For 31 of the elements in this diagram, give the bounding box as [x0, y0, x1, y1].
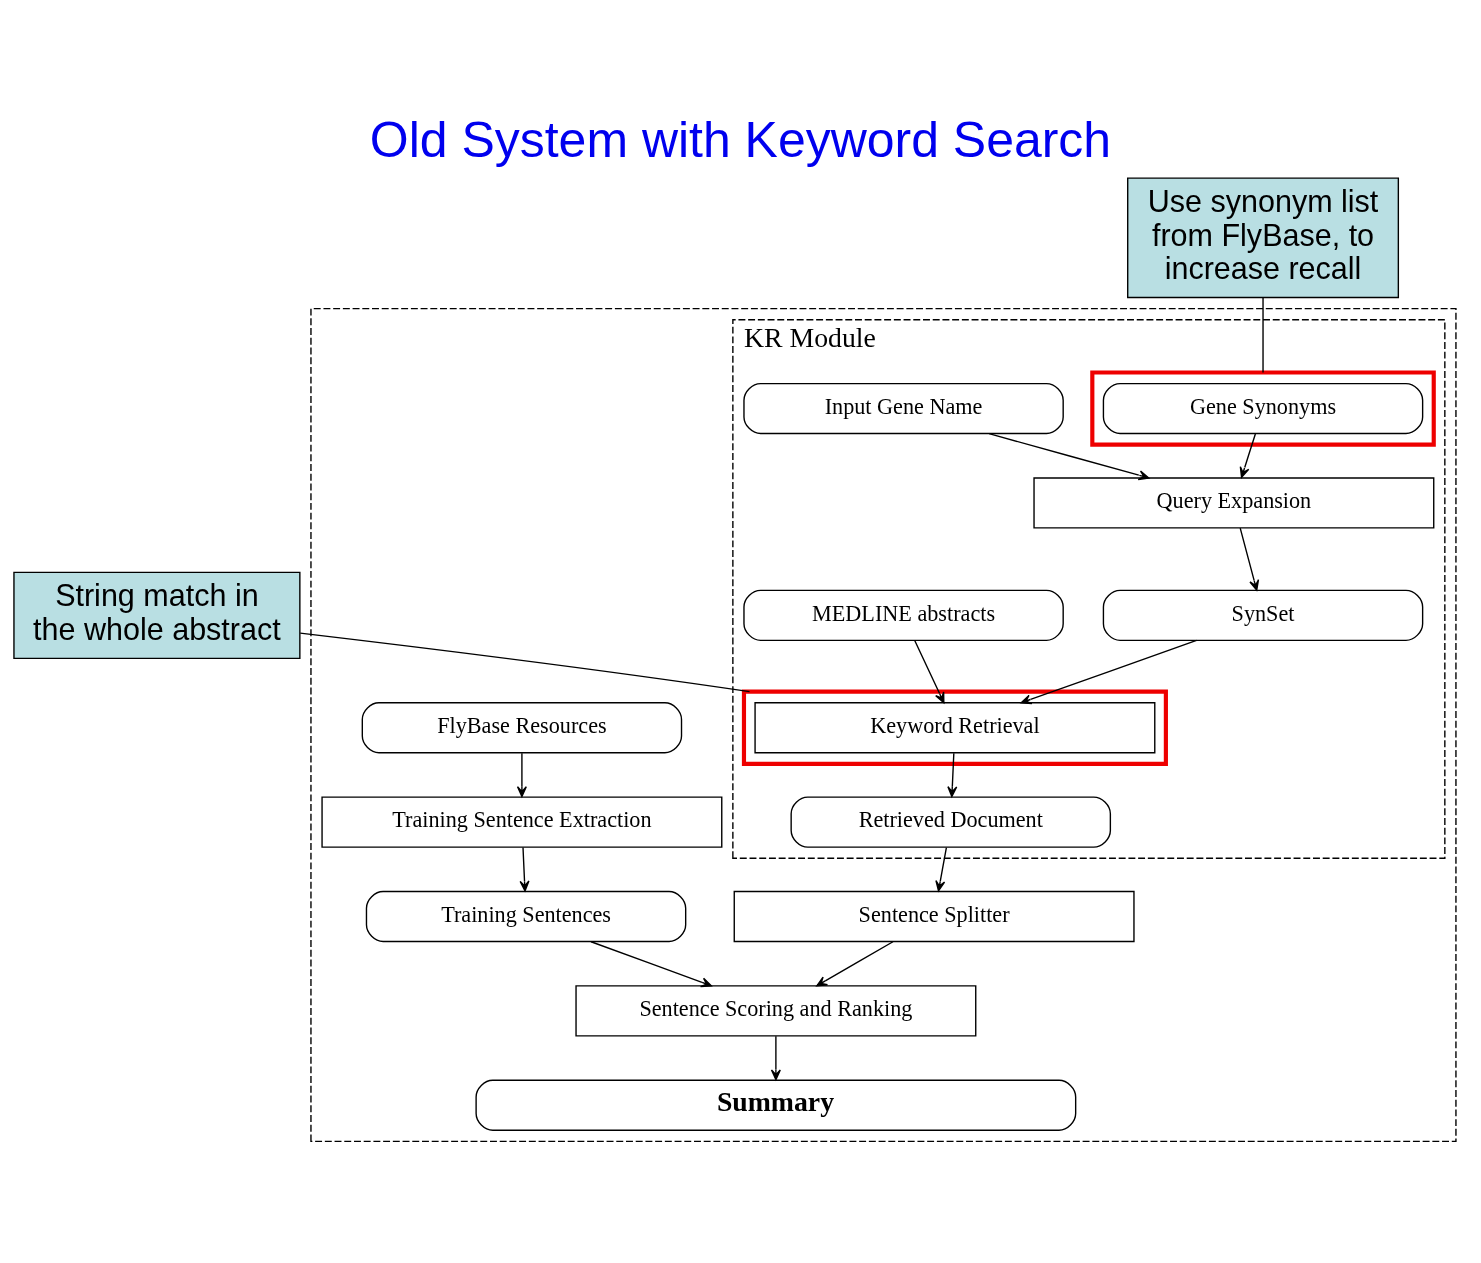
- connector: [1262, 296, 1264, 373]
- diagram-title: Old System with Keyword Search: [369, 111, 1112, 168]
- arrow: [1020, 639, 1198, 704]
- node-box: Retrieved Document: [790, 795, 1112, 848]
- arrow: [947, 752, 958, 797]
- node-box: Gene Synonyms: [1102, 382, 1424, 434]
- arrow: [519, 846, 530, 892]
- node-box: Query Expansion: [1033, 476, 1435, 529]
- node-box: FlyBase Resources: [361, 701, 683, 753]
- arrow: [988, 432, 1150, 480]
- arrow: [1239, 432, 1257, 478]
- arrow: [935, 846, 948, 892]
- node-box: MEDLINE abstracts: [743, 589, 1064, 641]
- cluster: [1090, 369, 1436, 447]
- node-box: Input Gene Name: [743, 382, 1064, 434]
- arrow: [1239, 526, 1260, 591]
- cluster: [310, 307, 1457, 1142]
- node-box: Training Sentences: [365, 890, 687, 942]
- node-box: Use synonym list from FlyBase, to increase recall: [1127, 176, 1400, 298]
- arrow: [516, 752, 527, 797]
- node-box: String match in the whole abstract: [13, 571, 301, 659]
- arrow: [770, 1035, 781, 1080]
- node-box: Training Sentence Extraction: [321, 795, 723, 848]
- node-box: Keyword Retrieval: [754, 701, 1156, 753]
- arrow: [816, 940, 894, 986]
- node-box: Sentence Splitter: [733, 890, 1135, 942]
- connector: [299, 631, 751, 692]
- arrow: [590, 940, 712, 987]
- node-box: Summary: [475, 1079, 1077, 1131]
- node-box: SynSet: [1102, 589, 1424, 641]
- node-box: Sentence Scoring and Ranking: [575, 984, 977, 1037]
